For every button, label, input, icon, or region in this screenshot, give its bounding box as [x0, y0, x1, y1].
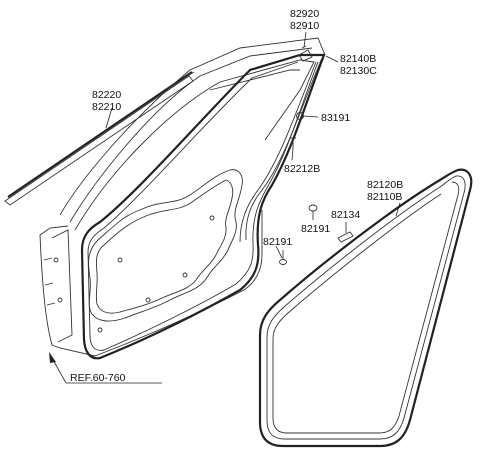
- door-panel: [39, 37, 326, 357]
- screw-82212b: [290, 137, 296, 161]
- label-82920: 82920: [290, 8, 319, 20]
- label-82130c: 82130C: [340, 65, 377, 77]
- label-82210: 82210: [92, 101, 121, 113]
- clip-82134: [337, 231, 354, 243]
- label-82910: 82910: [290, 20, 319, 32]
- leader-lines: [105, 31, 401, 259]
- label-82191-b: 82191: [263, 236, 292, 248]
- door-side-weatherstrip: [80, 53, 326, 360]
- label-82212b: 82212B: [284, 163, 320, 175]
- body-weatherstrip: [258, 168, 473, 448]
- label-82134: 82134: [331, 209, 360, 221]
- plug-82191-a: [308, 204, 318, 220]
- label-ref: REF.60-760: [70, 372, 126, 384]
- label-83191: 83191: [321, 112, 350, 124]
- label-82191-a: 82191: [301, 223, 330, 235]
- ref-arrow: [49, 352, 162, 384]
- label-82110b: 82110B: [367, 191, 402, 203]
- fastener-83191: [296, 112, 319, 120]
- label-82120b: 82120B: [367, 179, 403, 191]
- plug-82191-b: [279, 250, 287, 265]
- label-82220: 82220: [92, 89, 121, 101]
- label-82140b: 82140B: [340, 53, 376, 65]
